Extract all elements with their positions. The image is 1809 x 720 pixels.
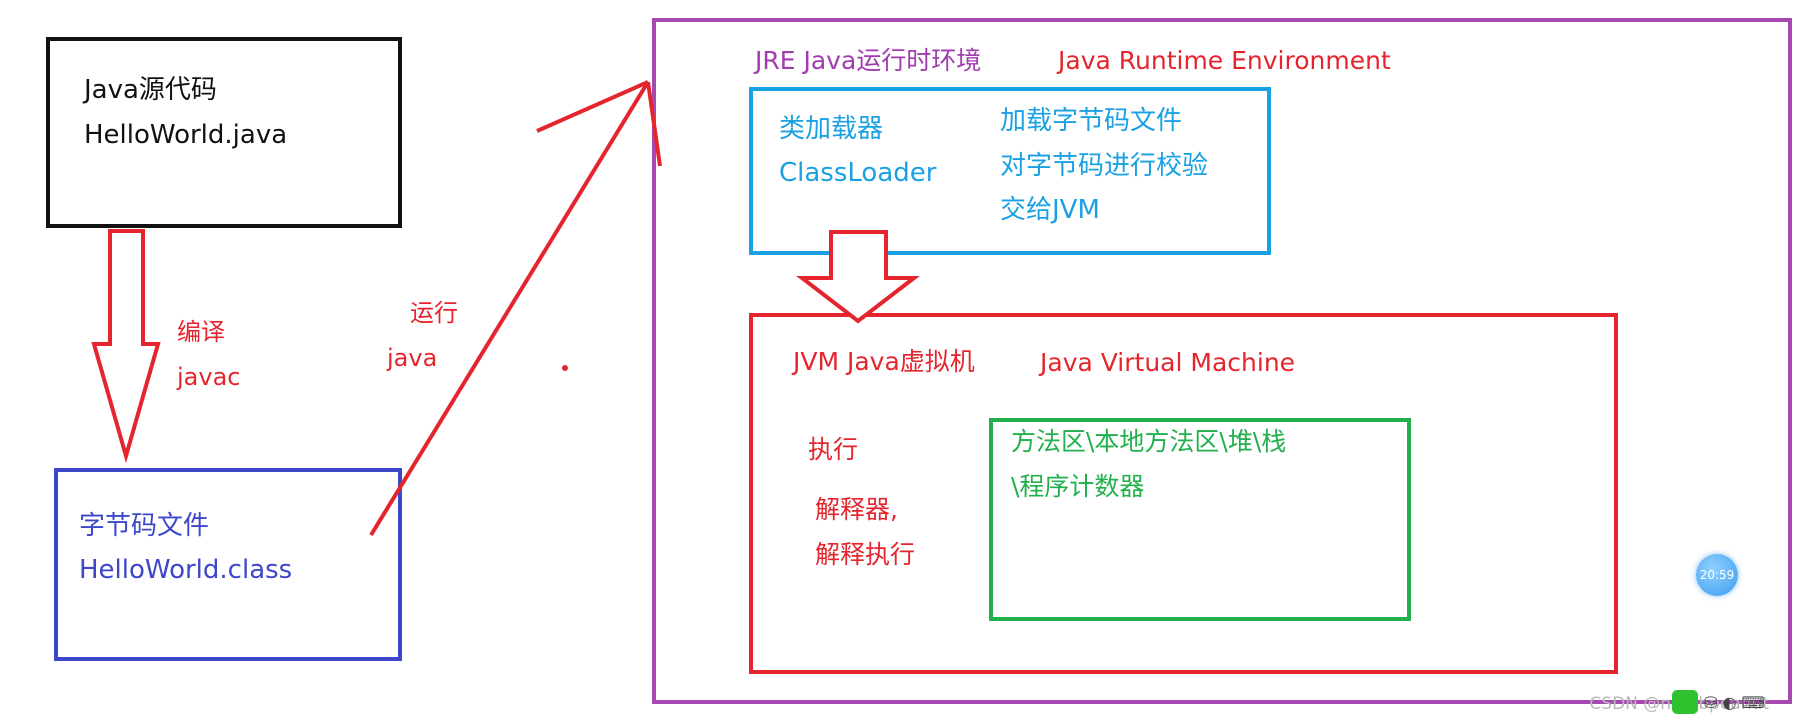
source-title: Java源代码	[84, 75, 217, 105]
bytecode-box	[54, 468, 402, 661]
jvm-box	[749, 313, 1618, 674]
jre-title-en: Java Runtime Environment	[1058, 46, 1391, 75]
jvm-interpret-execute-label: 解释执行	[815, 540, 916, 569]
classloader-step-handoff: 交给JVM	[1000, 195, 1100, 225]
jvm-execute-label: 执行	[808, 435, 859, 464]
bytecode-title: 字节码文件	[79, 511, 210, 541]
jvm-interpreter-label: 解释器,	[815, 495, 898, 524]
jre-title: JRE Java运行时环境	[755, 46, 982, 75]
ime-icon[interactable]	[1672, 690, 1698, 714]
compile-command: javac	[177, 363, 241, 391]
classloader-step-load: 加载字节码文件	[1000, 106, 1183, 136]
compile-label: 编译	[177, 318, 225, 346]
run-arrow-head-left	[536, 80, 649, 133]
source-filename: HelloWorld.java	[84, 120, 288, 150]
classloader-step-verify: 对字节码进行校验	[1000, 151, 1209, 181]
jre-box	[652, 18, 1792, 704]
memory-box	[989, 418, 1411, 621]
memory-areas-line1: 方法区\本地方法区\堆\栈	[1011, 427, 1287, 456]
tray-icons[interactable]: ⛁ ◐ ⌨	[1704, 693, 1765, 712]
jvm-title-en: Java Virtual Machine	[1040, 348, 1296, 377]
classloader-name-en: ClassLoader	[779, 158, 937, 188]
jvm-title: JVM Java虚拟机	[793, 347, 975, 376]
memory-areas-line2: \程序计数器	[1011, 472, 1145, 501]
bytecode-filename: HelloWorld.class	[79, 555, 293, 585]
stray-dot	[562, 365, 568, 371]
clock-widget[interactable]: 20:59	[1696, 554, 1738, 596]
classloader-name-cn: 类加载器	[779, 114, 884, 144]
run-label: 运行	[410, 299, 458, 327]
compile-arrow	[91, 229, 161, 464]
classloader-box	[749, 87, 1271, 255]
run-command: java	[387, 344, 438, 372]
